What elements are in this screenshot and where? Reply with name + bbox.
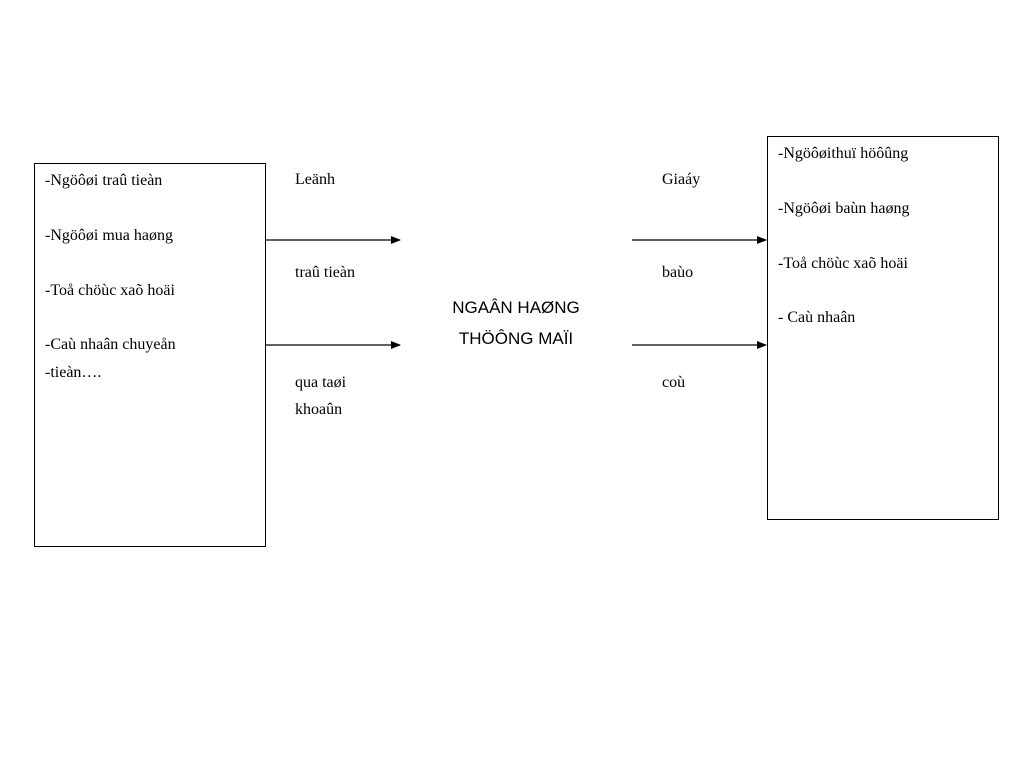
commercial-bank-title: NGAÂN HAØNG THÖÔNG MAÏI [416,292,616,354]
label-via-account: qua taøi [295,374,347,391]
label-pay-money: traû tieàn [295,264,355,281]
label-paper: Giaáy [662,171,701,188]
label-credit: coù [662,374,686,391]
payer-item-buyer: -Ngöôøi mua haøng [45,227,173,244]
payee-box: -Ngöôøithuï höôûng -Ngöôøi baùn haøng -T… [767,136,999,520]
payer-box: -Ngöôøi traû tieàn -Ngöôøi mua haøng -To… [34,163,266,547]
label-payment-order: Leänh [295,171,335,188]
payee-item-seller: -Ngöôøi baùn haøng [778,200,910,217]
payee-item-organization: -Toå chöùc xaõ hoäi [778,255,908,272]
commercial-bank-title-line1: NGAÂN HAØNG [452,298,580,317]
label-account: khoaûn [295,401,343,418]
payer-item-individual: -Caù nhaân chuyeån [45,336,176,353]
payer-item-money: -tieàn…. [45,364,102,381]
payee-item-beneficiary: -Ngöôøithuï höôûng [778,145,909,162]
commercial-bank-title-line2: THÖÔNG MAÏI [458,329,574,348]
payer-item-organization: -Toå chöùc xaõ hoäi [45,282,175,299]
payee-item-individual: - Caù nhaân [778,309,856,326]
label-notice: baùo [662,264,694,281]
payer-item-payer: -Ngöôøi traû tieàn [45,172,163,189]
